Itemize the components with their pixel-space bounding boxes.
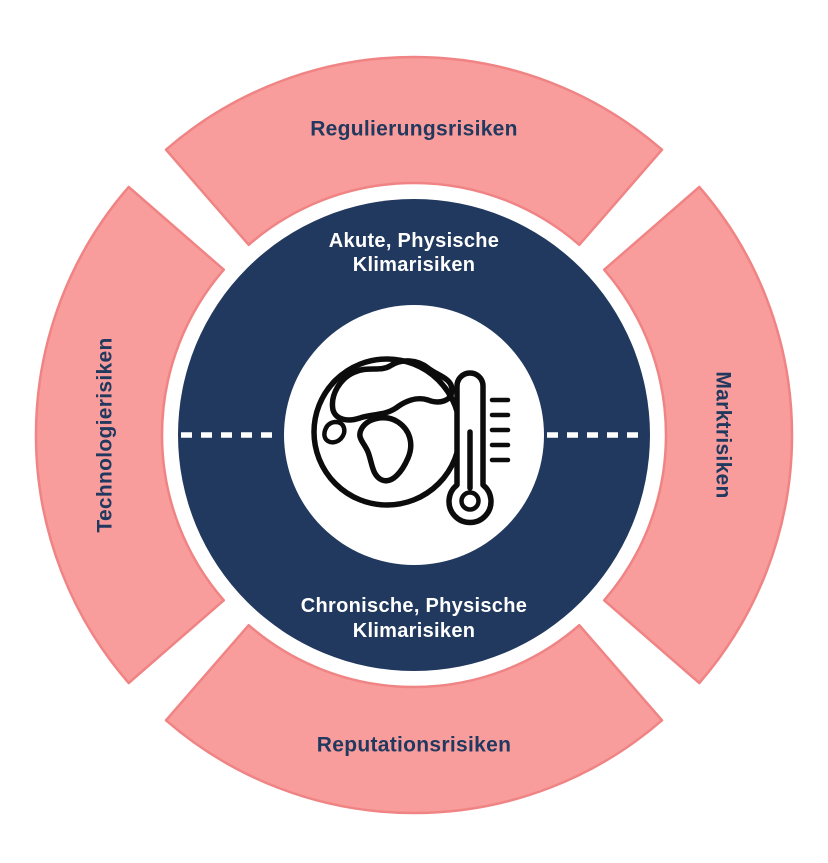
inner-label-top: Akute, Physische Klimarisiken	[329, 230, 499, 276]
outer-ring	[34, 55, 794, 815]
outer-segment-technology	[34, 185, 226, 685]
globe-continent-west	[322, 419, 347, 445]
inner-label-bottom-line2: Klimarisiken	[353, 620, 476, 642]
inner-label-top-line2: Klimarisiken	[353, 254, 476, 276]
globe-continent-south	[357, 415, 414, 484]
outer-label-top: Regulierungsrisiken	[310, 117, 518, 140]
outer-label-right: Marktrisiken	[712, 371, 735, 498]
outer-label-left: Technologierisiken	[93, 337, 116, 532]
outer-segment-market	[602, 185, 794, 685]
outer-segment-regulatory	[164, 55, 664, 247]
globe-continent-north	[329, 358, 455, 423]
globe-thermometer-icon	[311, 356, 511, 526]
inner-label-bottom: Chronische, Physische Klimarisiken	[301, 595, 527, 642]
thermometer-scale-ticks	[489, 397, 511, 463]
inner-label-bottom-line1: Chronische, Physische	[301, 595, 527, 617]
outer-segment-reputation	[164, 623, 664, 815]
thermometer-bulb-inner	[459, 490, 481, 512]
inner-label-top-line1: Akute, Physische	[329, 230, 499, 252]
outer-label-bottom: Reputationsrisiken	[317, 733, 511, 756]
